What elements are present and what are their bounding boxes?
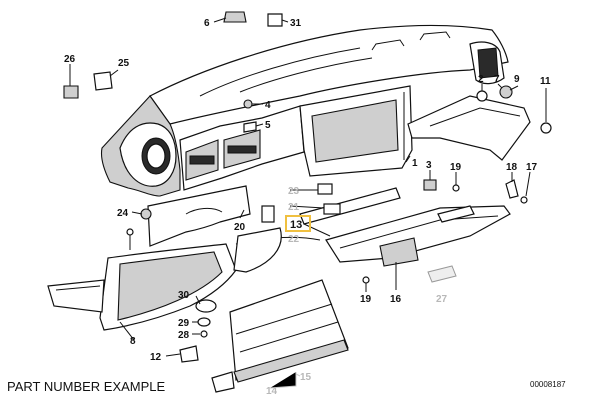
label-19-bottom: 19 xyxy=(360,294,372,305)
knee-bolster xyxy=(99,227,321,331)
label-21: 21 xyxy=(288,202,300,213)
label-9: 9 xyxy=(514,74,520,85)
part-labels: 6 31 26 25 4 5 2 7 9 11 1 3 19 18 17 23 … xyxy=(64,18,551,397)
caption-text: PART NUMBER EXAMPLE xyxy=(7,379,166,394)
label-18: 18 xyxy=(506,162,518,173)
label-2: 2 xyxy=(478,74,484,85)
mounting-bracket xyxy=(261,183,401,225)
label-28: 28 xyxy=(178,330,190,341)
highlight-box xyxy=(285,215,311,232)
label-4: 4 xyxy=(265,100,271,111)
label-11: 11 xyxy=(540,76,551,87)
label-1: 1 xyxy=(412,158,418,169)
right-side-panel xyxy=(407,95,531,161)
label-17: 17 xyxy=(526,162,538,173)
dashboard-panel xyxy=(100,24,509,197)
label-15: 15 xyxy=(300,372,312,383)
glovebox-lid xyxy=(211,279,349,393)
label-7: 7 xyxy=(494,74,500,85)
label-26: 26 xyxy=(64,54,76,65)
label-30: 30 xyxy=(178,290,190,301)
label-3: 3 xyxy=(426,160,432,171)
label-29: 29 xyxy=(178,318,190,329)
label-22: 22 xyxy=(288,234,300,245)
label-13: 13 xyxy=(290,219,302,231)
label-25: 25 xyxy=(118,58,130,69)
leader-lines xyxy=(69,17,547,389)
label-5: 5 xyxy=(265,120,271,131)
label-14: 14 xyxy=(266,386,278,397)
hardware-items xyxy=(63,11,552,363)
label-23: 23 xyxy=(288,186,300,197)
label-24: 24 xyxy=(117,208,129,219)
label-27: 27 xyxy=(436,294,448,305)
label-12: 12 xyxy=(150,352,162,363)
label-8: 8 xyxy=(130,336,136,347)
lower-trim-panel xyxy=(147,185,251,247)
label-6: 6 xyxy=(204,18,210,29)
label-31: 31 xyxy=(290,18,302,29)
floor-cover xyxy=(47,279,105,313)
label-16: 16 xyxy=(390,294,402,305)
parcel-tray xyxy=(325,205,511,267)
label-19-top: 19 xyxy=(450,162,462,173)
document-number: 00008187 xyxy=(530,380,566,389)
label-20: 20 xyxy=(234,222,246,233)
